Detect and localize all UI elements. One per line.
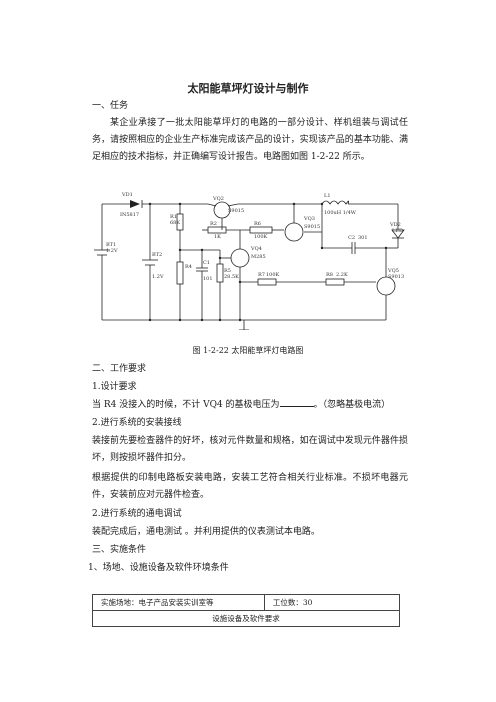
label-vq3: VQ3 [303,216,315,222]
question-text: 当 R4 没接入的时候，不计 VQ4 的基极电压为 [92,400,280,410]
label-c1-value: 101 [203,276,213,282]
label-vq4-part: M285 [251,254,266,260]
figure-caption: 图 1-2-22 太阳能草坪灯电路图 [192,346,304,355]
req-debug-heading: 2.进行系统的通电调试 [92,509,182,519]
label-r2: R2 [210,221,217,227]
circuit-diagram: VD1 IN5817 VQ2 S9015 L1 100uH 1/4W R1 68… [94,192,405,330]
label-vq2-part: S9015 [228,208,244,214]
answer-blank[interactable] [279,398,314,407]
label-c1: C1 [203,260,210,266]
stations-cell: 工位数：30 [263,594,401,611]
label-l1: L1 [324,193,331,199]
pcb-paragraph: 根据提供的印制电路板安装电路，安装工艺符合相关行业标准。不损坏电器元件，安装前应… [92,473,408,500]
label-r7: R7 [258,272,265,278]
section-heading-task: 一、任务 [92,101,129,111]
label-r6: R6 [254,221,261,227]
label-vd1: VD1 [121,192,133,198]
label-r2-value: 1K [214,234,221,240]
label-bt1: BT1 [106,242,116,248]
site-cell: 实施场地：电子产品安装实训室等 [92,594,265,611]
question-note: 。（忽略基极电流） [313,400,391,410]
req-install-heading: 2.进行系统的安装接线 [92,418,182,428]
req-design-heading: 1.设计要求 [92,382,137,392]
label-r4: R4 [185,264,192,270]
label-vq5: VQ5 [387,268,399,274]
label-vq2: VQ2 [212,196,224,202]
label-r5-value: 28.5K [224,274,239,280]
conditions-item-1: 1、场地、设施设备及软件环境条件 [88,563,229,573]
label-l1-value: 100uH 1/4W [324,210,357,216]
equipment-cell: 设施设备及软件要求 [92,610,400,627]
environment-table: 实施场地：电子产品安装实训室等 工位数：30 设施设备及软件要求 [92,594,401,627]
label-r8-value: 2.2K [336,272,348,278]
document-title: 太阳能草坪灯设计与制作 [187,82,309,95]
label-r7-value: 100K [266,272,280,278]
label-bt2: BT2 [152,252,162,258]
label-r1: R1 [170,214,177,220]
label-vq3-part: S9015 [304,224,320,230]
debug-paragraph: 装配完成后，通电测试 。并利用提供的仪表测试本电路。 [92,527,320,537]
label-r6-value: 100K [254,234,268,240]
label-vd1-part: IN5817 [120,212,139,218]
label-vd2: VD2 [389,222,401,228]
install-paragraph: 装接前先要检查器件的好坏，核对元件数量和规格，如在调试中发现元件器件损坏，则按损… [92,436,408,463]
label-r8: R8 [326,272,333,278]
label-bt2-value: 1.2V [152,274,164,280]
design-question: 当 R4 没接入的时候，不计 VQ4 的基极电压为 。（忽略基极电流） [92,397,390,414]
label-vq5-part: S9013 [388,274,404,280]
section-heading-conditions: 三、实施条件 [92,545,147,555]
label-c2: C2 [348,235,355,241]
label-c2-value: 301 [358,235,368,241]
label-vq4: VQ4 [250,246,262,252]
label-vd2-part: LED [392,228,403,234]
label-bt1-value: 1.2V [106,248,118,254]
task-paragraph: 某企业承接了一批太阳能草坪灯的电路的一部分设计、样机组装与调试任务，请按照相应的… [92,118,408,162]
section-heading-requirements: 二、工作要求 [92,364,147,374]
label-r1-value: 68K [170,220,180,226]
label-r5: R5 [224,268,231,274]
